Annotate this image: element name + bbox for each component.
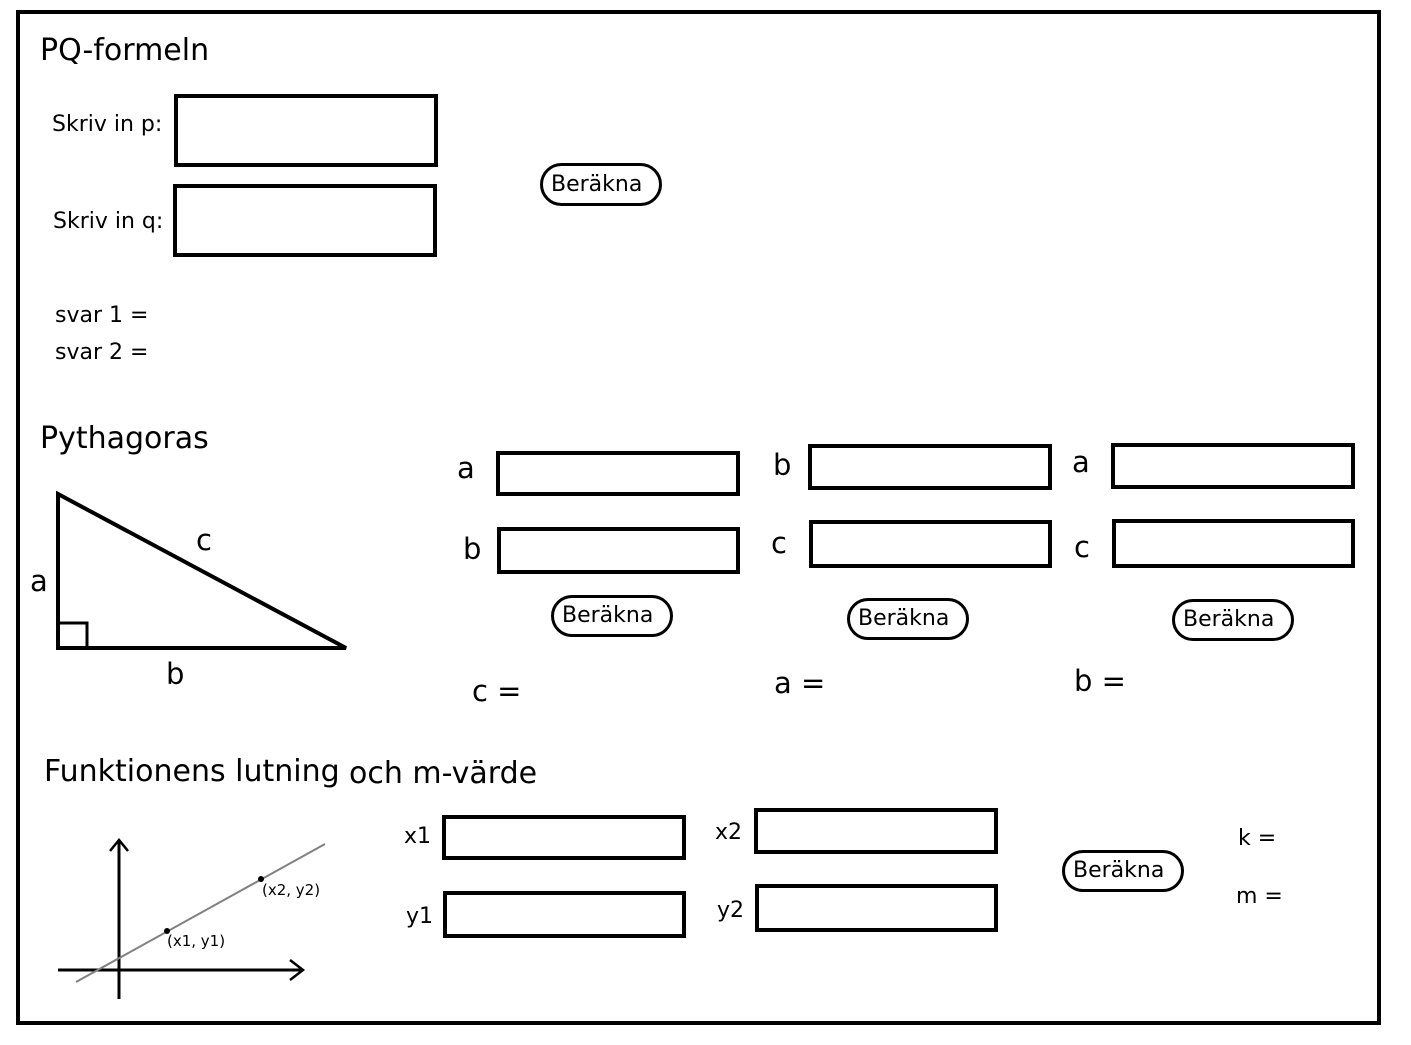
right-angle-marker [56, 621, 89, 650]
pyth-col3-calculate-button[interactable]: Beräkna [1172, 599, 1294, 641]
pq-answer-1: svar 1 = [55, 303, 149, 328]
y2-input[interactable] [755, 884, 998, 932]
point-1-label: (x1, y1) [167, 932, 226, 950]
m-result: m = [1236, 884, 1283, 909]
point-1-marker [164, 928, 170, 934]
pyth-col3-label-a: a [1072, 445, 1090, 479]
pyth-col2-label-c: c [771, 526, 787, 560]
point-2-label: (x2, y2) [262, 881, 321, 899]
pyth-col3-input-c[interactable] [1112, 519, 1355, 568]
pyth-col1-calculate-button[interactable]: Beräkna [551, 595, 673, 637]
window-frame [16, 10, 1381, 1025]
q-input[interactable] [173, 184, 437, 257]
pyth-col2-calculate-button[interactable]: Beräkna [847, 598, 969, 640]
y2-label: y2 [717, 898, 745, 923]
pyth-result-b: b = [1074, 664, 1126, 698]
triangle-side-c-label: c [196, 523, 212, 557]
pyth-col1-label-a: a [457, 451, 475, 485]
pythagoras-section-title: Pythagoras [40, 421, 209, 456]
right-triangle-diagram [56, 490, 347, 650]
point-2-marker [258, 876, 264, 882]
pyth-col1-label-b: b [463, 532, 482, 566]
pyth-col3-label-c: c [1074, 530, 1090, 564]
x1-label: x1 [404, 824, 432, 849]
pyth-col3-input-a[interactable] [1111, 443, 1355, 489]
pyth-col1-input-a[interactable] [496, 451, 740, 496]
p-input[interactable] [174, 94, 438, 167]
pq-section-title: PQ-formeln [40, 33, 210, 68]
y-axis-arrow [109, 838, 129, 852]
triangle-side-a-label: a [30, 564, 48, 598]
pyth-col2-input-c[interactable] [809, 520, 1052, 568]
y1-label: y1 [406, 904, 434, 929]
x1-input[interactable] [442, 815, 686, 860]
pyth-col2-label-b: b [773, 448, 792, 482]
pyth-col1-input-b[interactable] [497, 527, 740, 574]
x2-input[interactable] [754, 808, 998, 854]
line-graph-diagram [58, 838, 326, 999]
pq-answer-2: svar 2 = [55, 340, 149, 365]
q-label: Skriv in q: [53, 209, 164, 234]
slope-section-title: Funktionens lutning [44, 754, 340, 789]
pyth-result-c: c = [472, 674, 522, 708]
pq-calculate-button[interactable]: Beräkna [540, 163, 662, 206]
p-label: Skriv in p: [52, 112, 163, 137]
y1-input[interactable] [443, 891, 686, 938]
x2-label: x2 [715, 820, 743, 845]
k-result: k = [1238, 826, 1277, 851]
function-line [75, 843, 326, 983]
pyth-col2-input-b[interactable] [808, 444, 1052, 490]
x-axis-arrow [289, 959, 306, 981]
slope-calculate-button[interactable]: Beräkna [1062, 850, 1184, 892]
triangle-side-b-label: b [166, 657, 185, 691]
slope-section-title-suffix: och m-värde [349, 756, 538, 791]
pyth-result-a: a = [774, 666, 826, 700]
